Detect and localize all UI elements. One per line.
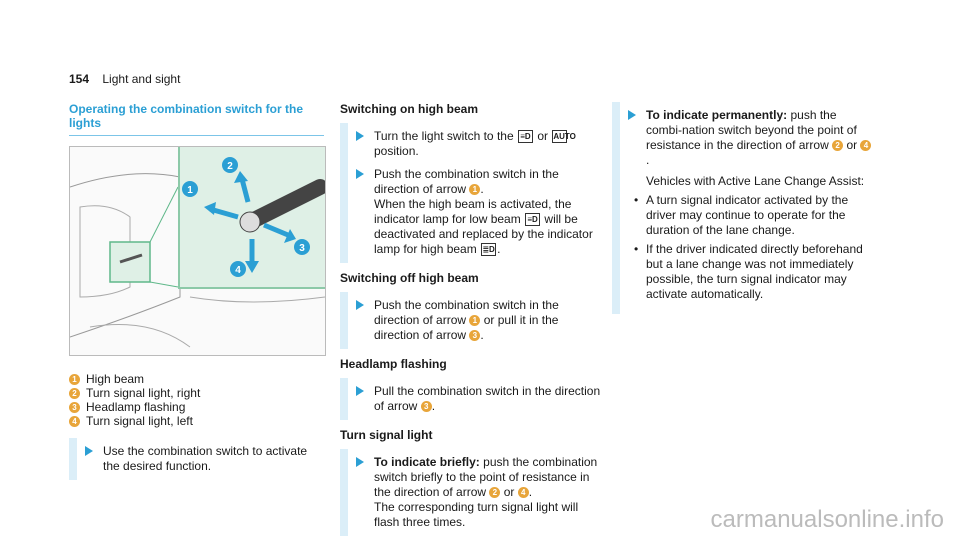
column-3: To indicate permanently: push the combi-…: [612, 102, 874, 322]
page-header: 154 Light and sight: [69, 72, 180, 87]
svg-text:2: 2: [227, 161, 233, 172]
svg-text:4: 4: [235, 265, 241, 276]
zoom-inset: 1 2 3 4: [178, 147, 325, 289]
heading-turn-signal: Turn signal light: [340, 428, 433, 442]
instruction-steps: Pull the combination switch in the direc…: [340, 378, 602, 420]
instruction-step: Use the combination switch to activate t…: [69, 438, 324, 480]
page-number: 154: [69, 72, 90, 86]
section-name: Light and sight: [102, 72, 181, 86]
step-arrow-icon: [628, 110, 636, 120]
heading-high-beam-off: Switching off high beam: [340, 271, 479, 285]
step-arrow-icon: [85, 446, 93, 456]
column-1: Operating the combination switch for the…: [69, 102, 326, 488]
dashboard-drawing: [70, 173, 325, 348]
step-arrow-icon: [356, 457, 364, 467]
heading-headlamp-flashing: Headlamp flashing: [340, 357, 447, 371]
section-title: Operating the combination switch for the…: [69, 102, 324, 136]
auto-icon: AUTO: [552, 130, 576, 144]
instruction-steps: Turn the light switch to the ≡D or AUTO …: [340, 123, 602, 263]
step-arrow-icon: [356, 386, 364, 396]
instruction-steps: Push the combination switch in the direc…: [340, 292, 602, 349]
low-beam-icon: ≡D: [517, 130, 533, 144]
column-2: Switching on high beam Turn the light sw…: [340, 102, 602, 544]
bullet-item: If the driver indicated directly beforeh…: [632, 242, 874, 302]
heading-high-beam-on: Switching on high beam: [340, 102, 478, 116]
high-beam-icon: ≣D: [481, 243, 497, 257]
combination-switch-illustration: 1 2 3 4: [69, 146, 326, 356]
instruction-steps: To indicate permanently: push the combi-…: [612, 102, 874, 314]
instruction-steps: To indicate briefly: push the combinatio…: [340, 449, 602, 536]
watermark: carmanualsonline.info: [710, 506, 944, 533]
svg-text:1: 1: [187, 185, 193, 196]
step-arrow-icon: [356, 169, 364, 179]
svg-text:3: 3: [299, 243, 305, 254]
bullet-item: A turn signal indicator activated by the…: [632, 193, 874, 238]
low-beam-icon: ≡D: [525, 213, 541, 227]
step-arrow-icon: [356, 131, 364, 141]
step-arrow-icon: [356, 300, 364, 310]
